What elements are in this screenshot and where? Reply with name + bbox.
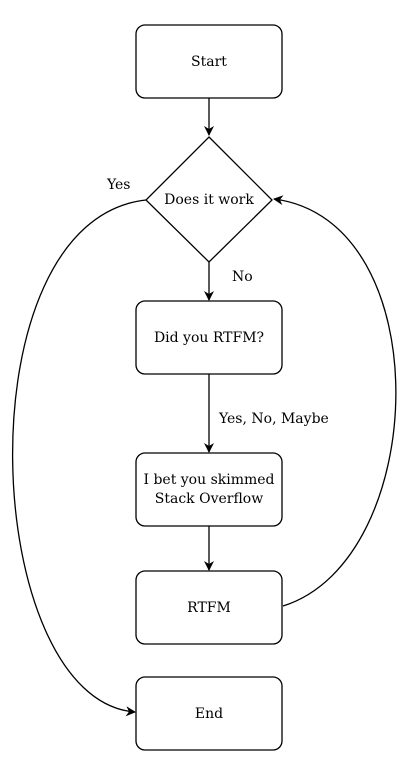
node-skimmed: I bet you skimmed Stack Overflow: [135, 452, 283, 527]
edge-label-yes-no-maybe: Yes, No, Maybe: [218, 411, 329, 427]
edge-label-no: No: [232, 269, 253, 285]
node-skimmed-label-line2: Stack Overflow: [155, 491, 263, 507]
node-start: Start: [135, 24, 283, 99]
node-rtfm-question-label: Did you RTFM?: [154, 330, 264, 346]
node-rtfm: RTFM: [135, 570, 283, 645]
node-decision-label: Does it work: [164, 192, 254, 208]
node-rtfm-question: Did you RTFM?: [135, 300, 283, 375]
node-start-label: Start: [191, 54, 227, 70]
edge-rtfm-loop-to-decision: [273, 195, 397, 607]
node-skimmed-label-line1: I bet you skimmed: [143, 472, 274, 488]
edge-decision-yes-to-end: [12, 199, 147, 717]
node-decision: Does it work: [145, 136, 273, 263]
node-end-label: End: [195, 706, 223, 722]
node-end: End: [135, 676, 283, 751]
edge-label-yes: Yes: [106, 177, 131, 193]
node-rtfm-label: RTFM: [187, 600, 231, 616]
